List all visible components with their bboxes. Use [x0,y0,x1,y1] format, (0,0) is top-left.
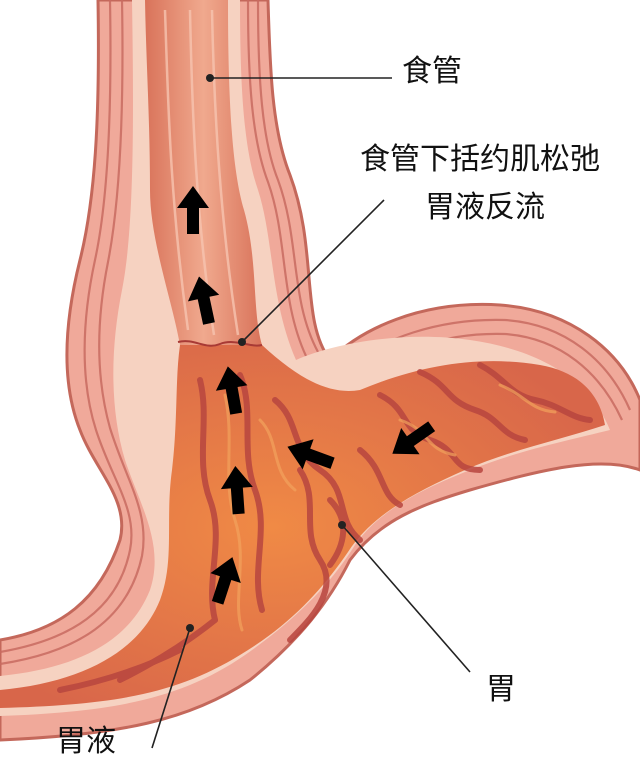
dot-stomach [338,521,346,529]
sphincter-line [177,340,263,347]
label-esophagus: 食管 [402,54,462,89]
leader-les [241,199,385,343]
dot-esophagus [206,74,214,82]
leader-lines [151,77,471,749]
leader-stomach [341,524,471,673]
leader-acid [151,627,191,749]
stomach-interior [0,345,605,708]
label-les-relaxed: 食管下括约肌松弛 [360,142,600,177]
label-stomach: 胃 [486,672,516,707]
stomach-rugae [57,362,593,693]
dot-les [238,338,246,346]
esophagus-lumen [145,0,262,345]
stomach-rugae-light [223,383,557,632]
dot-acid [186,624,194,632]
label-gastric-acid: 胃液 [56,724,116,759]
label-acid-reflux: 胃液反流 [425,190,545,225]
leader-dots [186,74,346,632]
